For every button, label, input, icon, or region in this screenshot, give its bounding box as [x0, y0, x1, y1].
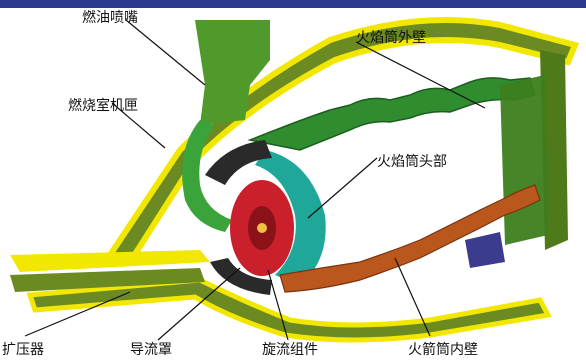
- label-liner-outer-wall: 火焰筒外壁: [356, 29, 426, 46]
- liner-outer-wall: [250, 78, 535, 150]
- label-liner-inner-wall: 火箭筒内壁: [408, 341, 478, 358]
- swirler-center: [257, 223, 267, 233]
- inner-wall-bracket: [465, 232, 505, 268]
- leader-fuel-nozzle: [126, 20, 205, 85]
- label-diffuser: 扩压器: [2, 342, 44, 358]
- label-swirler-assembly: 旋流组件: [262, 342, 318, 358]
- label-cowl: 导流罩: [130, 342, 172, 358]
- liner-aft-panel: [500, 75, 548, 245]
- label-fuel-nozzle: 燃油喷嘴: [82, 9, 138, 26]
- label-combustor-casing: 燃烧室机匣: [68, 97, 138, 114]
- leader-dome: [308, 158, 377, 218]
- diffuser-inlet: [10, 250, 210, 272]
- label-liner-dome: 火焰筒头部: [377, 153, 447, 170]
